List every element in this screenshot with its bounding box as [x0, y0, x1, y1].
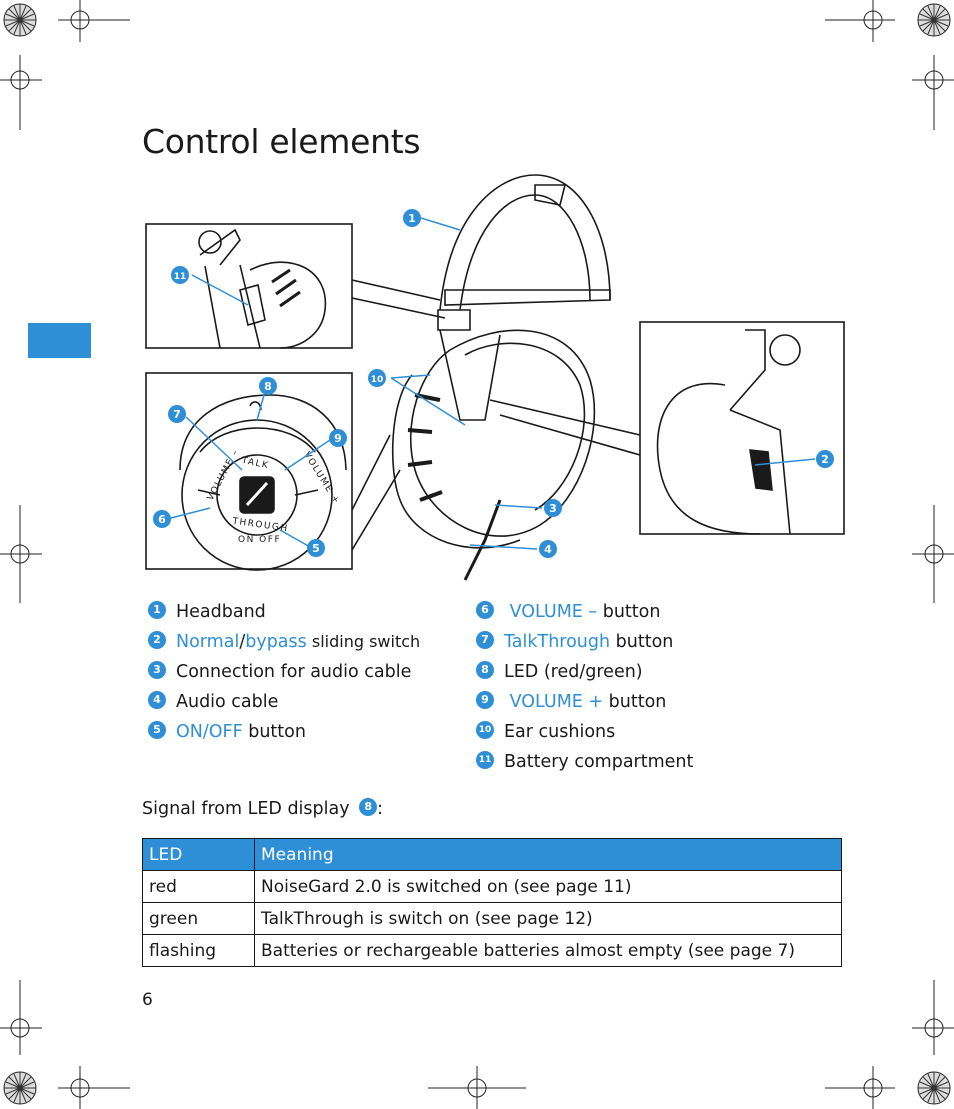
battery-detail-box [145, 223, 353, 349]
page-title: Control elements [142, 122, 421, 161]
callout-8: 8 [259, 377, 277, 395]
svg-text:2: 2 [821, 453, 829, 466]
headphones-main-drawing [391, 174, 611, 581]
cell-meaning: NoiseGard 2.0 is switched on (see page 1… [254, 870, 842, 903]
cell-led: green [142, 902, 255, 935]
connector-lines [351, 279, 641, 551]
table-header-row: LED Meaning [142, 838, 842, 871]
crosshair-icon [912, 505, 954, 603]
cell-led: flashing [142, 934, 255, 967]
cell-meaning: Batteries or rechargeable batteries almo… [254, 934, 842, 967]
table-row: green TalkThrough is switch on (see page… [142, 902, 842, 935]
cell-led: red [142, 870, 255, 903]
callout-4: 4 [539, 540, 557, 558]
crosshair-icon [912, 980, 954, 1055]
callout-6: 6 [153, 510, 171, 528]
svg-text:7: 7 [173, 408, 181, 421]
callout-badges: 1 11 10 8 7 9 6 5 3 4 2 [153, 209, 834, 558]
page-number: 6 [142, 990, 153, 1010]
legend-item-6: 6 VOLUME – button [476, 600, 660, 624]
crosshair-icon [58, 1066, 130, 1109]
svg-text:10: 10 [371, 375, 384, 385]
crosshair-icon [912, 55, 954, 130]
switch-drawing [656, 329, 801, 535]
callout-5: 5 [307, 539, 325, 557]
crosshair-icon [0, 505, 42, 603]
crosshair-icon [825, 1066, 895, 1109]
cell-meaning: TalkThrough is switch on (see page 12) [254, 902, 842, 935]
switch-detail-box [639, 321, 845, 535]
crosshair-icon [0, 55, 42, 130]
star-target-icon [3, 1071, 37, 1105]
crosshair-icon [0, 980, 42, 1055]
led-table: LED Meaning red NoiseGard 2.0 is switche… [142, 838, 842, 967]
callout-10: 10 [368, 369, 386, 387]
star-target-icon [917, 1071, 951, 1105]
crosshair-icon [428, 1066, 526, 1109]
callout-leaders [166, 217, 816, 550]
svg-text:3: 3 [549, 502, 557, 515]
crosshair-icon [58, 0, 130, 42]
svg-text:9: 9 [334, 432, 342, 445]
callout-11: 11 [171, 266, 189, 284]
svg-text:5: 5 [312, 542, 320, 555]
section-tab [28, 323, 91, 358]
star-target-icon [917, 3, 951, 37]
signal-badge: 8 [359, 798, 378, 816]
svg-text:4: 4 [544, 543, 552, 556]
signal-caption: Signal from LED display 8: [142, 798, 384, 819]
callout-7: 7 [168, 405, 186, 423]
star-target-icon [3, 3, 37, 37]
header-led: LED [142, 838, 255, 871]
callout-1: 1 [403, 209, 421, 227]
callout-3: 3 [544, 499, 562, 517]
battery-compartment-drawing [198, 228, 327, 349]
legend-item-9: 9 VOLUME + button [476, 690, 666, 714]
headphones-illustration: VOLUME – VOLUME + TALK THROUGH ON OFF [145, 174, 845, 581]
crosshair-icon [825, 0, 895, 42]
svg-text:11: 11 [174, 272, 187, 282]
svg-text:8: 8 [264, 380, 272, 393]
table-row: flashing Batteries or rechargeable batte… [142, 934, 842, 967]
table-row: red NoiseGard 2.0 is switched on (see pa… [142, 870, 842, 903]
header-meaning: Meaning [254, 838, 842, 871]
on-off-label: ON OFF [238, 535, 281, 545]
svg-text:6: 6 [158, 513, 166, 526]
callout-9: 9 [329, 429, 347, 447]
callout-2: 2 [816, 450, 834, 468]
svg-text:1: 1 [408, 212, 416, 225]
